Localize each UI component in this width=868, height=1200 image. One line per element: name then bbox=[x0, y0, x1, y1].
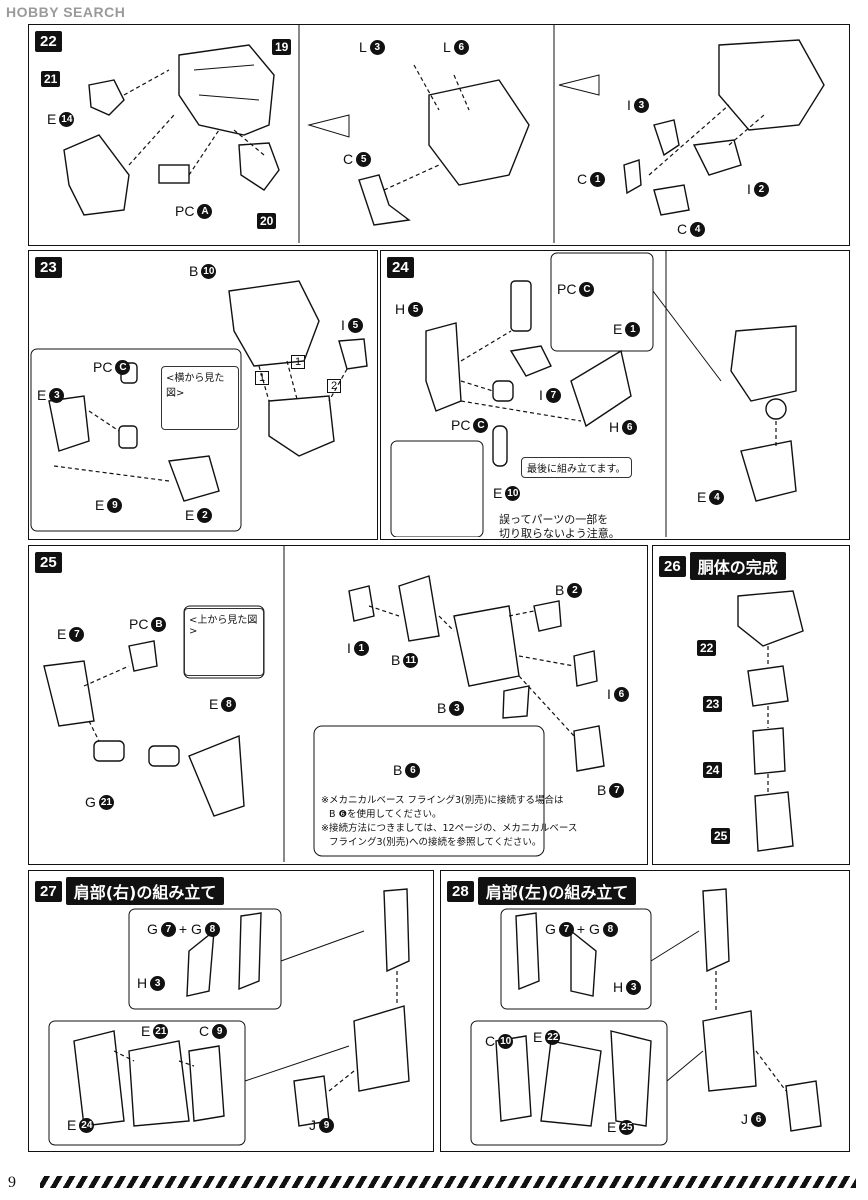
caution-note: 誤ってパーツの一部を 切り取らないよう注意。 bbox=[499, 513, 620, 540]
top-view-caption: <上から見た図> bbox=[189, 615, 258, 637]
footer-stripes bbox=[40, 1176, 856, 1188]
side-view-inset: <横から見た図> bbox=[161, 366, 239, 430]
order-1a: 1 bbox=[255, 371, 270, 385]
label-19: 19 bbox=[272, 39, 292, 55]
step-title: 26 胴体の完成 bbox=[659, 552, 786, 580]
step-24-illustration bbox=[390, 251, 797, 537]
step-25-illustration bbox=[43, 546, 605, 862]
step-26-panel: 26 胴体の完成 22 23 24 25 bbox=[652, 545, 850, 865]
step-number: 25 bbox=[35, 552, 62, 573]
chain-24: 24 bbox=[703, 762, 723, 778]
step-22-illustration bbox=[63, 25, 825, 243]
step-number: 23 bbox=[35, 257, 62, 278]
step-title: 28 肩部(左)の組み立て bbox=[447, 877, 637, 905]
chain-23: 23 bbox=[703, 696, 723, 712]
order-1b: 1 bbox=[291, 355, 306, 369]
connection-note: ※メカニカルベース フライング3(別売)に接続する場合は B ❻を使用してくださ… bbox=[321, 795, 578, 848]
step-28-illustration bbox=[470, 888, 822, 1146]
last-assembly-note: 最後に組み立てます。 bbox=[521, 457, 632, 478]
page-number: 9 bbox=[8, 1174, 16, 1191]
side-view-caption: <横から見た図> bbox=[166, 373, 225, 399]
step-number: 22 bbox=[35, 31, 62, 52]
step-number: 24 bbox=[387, 257, 414, 278]
watermark: HOBBY SEARCH bbox=[6, 4, 126, 20]
chain-25: 25 bbox=[711, 828, 731, 844]
chain-22: 22 bbox=[697, 640, 717, 656]
step-26-illustration bbox=[737, 590, 804, 852]
top-view-inset: <上から見た図> bbox=[184, 608, 264, 676]
step-23-illustration bbox=[30, 280, 368, 532]
label-20: 20 bbox=[257, 213, 277, 229]
step-title: 27 肩部(右)の組み立て bbox=[35, 877, 225, 905]
step-27-illustration bbox=[48, 888, 410, 1146]
label-21: 21 bbox=[41, 71, 61, 87]
order-2: 2 bbox=[327, 379, 342, 393]
